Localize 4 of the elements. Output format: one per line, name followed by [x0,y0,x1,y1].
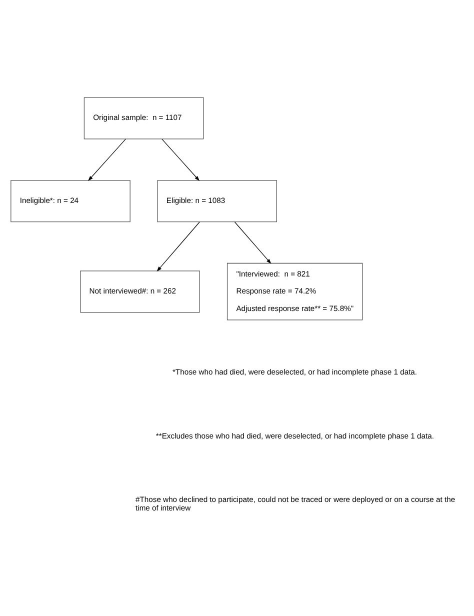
arrow [88,138,126,180]
arrow [234,221,272,264]
arrow [156,221,200,272]
arrow [162,138,200,180]
